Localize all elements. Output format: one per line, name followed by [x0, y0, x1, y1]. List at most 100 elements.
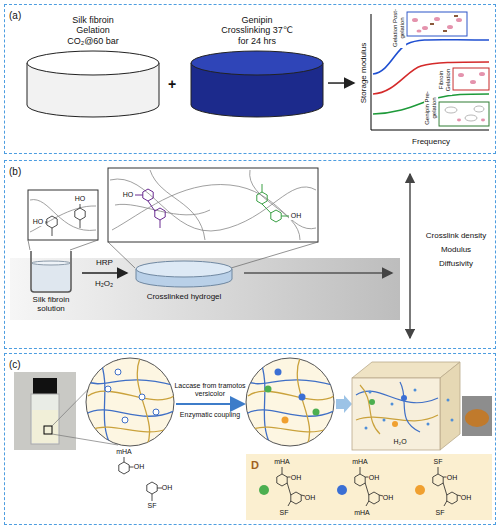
hydrogel-cube — [352, 378, 440, 450]
chem-group: OH — [160, 484, 174, 492]
modulus-plot — [430, 15, 458, 32]
hydrogel-cube — [391, 403, 394, 406]
zoom-inset — [28, 190, 98, 240]
network-circle — [248, 391, 334, 400]
hydrogel-photo — [462, 396, 492, 436]
modulus-plot — [453, 68, 489, 90]
network-circle — [115, 369, 121, 375]
hydrogel-cube — [400, 382, 420, 432]
network-circle — [122, 417, 128, 423]
crosslink-structure — [433, 474, 443, 486]
crosslink-structure — [277, 474, 287, 486]
crosslink-structure — [360, 467, 361, 474]
curve-label: Fibroin Gelation — [438, 65, 452, 95]
monomer-structure — [157, 488, 162, 489]
node-text: Silk fibroin solution — [21, 295, 81, 313]
property-label: Diffusivity — [418, 259, 494, 268]
hydrogel-cube — [383, 419, 386, 422]
monomer-structure — [147, 482, 157, 494]
modulus-plot — [457, 119, 461, 122]
zoom-inset — [110, 170, 316, 240]
monomer-structure — [129, 467, 133, 468]
chem-group: HO — [121, 191, 135, 199]
hydrogel-cube — [440, 362, 460, 450]
hydrogel-cube — [356, 382, 438, 434]
crosslink-structure — [282, 467, 283, 474]
monomer-structure — [119, 457, 162, 501]
modulus-chart: Storage modulusFrequency — [356, 11, 494, 151]
connector-arrow — [328, 82, 354, 84]
hydrogel-cube — [401, 395, 407, 401]
node-text: Crosslinked hydrogel — [129, 292, 239, 301]
zoom-inset — [30, 200, 96, 232]
reaction-arrow — [176, 403, 244, 405]
network-circle — [105, 369, 159, 423]
zoom-inset — [108, 168, 318, 242]
chem-group: SF — [274, 509, 294, 517]
crosslink-structure — [288, 501, 291, 506]
network-circle — [244, 358, 336, 448]
trend-arrow — [244, 272, 392, 274]
chem-group: OH — [381, 494, 395, 502]
network-circle — [244, 358, 336, 448]
zoom-inset — [112, 185, 316, 230]
inset-letter: D — [251, 459, 259, 472]
zoom-inset — [160, 220, 161, 228]
vial-photo — [44, 426, 52, 434]
hydrogel-cube — [356, 415, 438, 421]
network-circle — [313, 409, 320, 416]
hydrogel-cube — [365, 389, 454, 430]
modulus-plot — [474, 106, 484, 112]
crosslink-structure — [444, 501, 447, 506]
modulus-plot — [457, 119, 485, 122]
zoom-inset — [262, 204, 271, 213]
curve-label: Gelation Post-gelation — [392, 8, 406, 48]
zoom-inset — [110, 179, 316, 231]
property-arrow — [409, 174, 410, 338]
zoom-inset — [47, 216, 57, 228]
chem-group: OH — [303, 494, 317, 502]
crosslink-structure — [365, 483, 369, 495]
crosslink-structure — [366, 501, 369, 506]
modulus-plot — [445, 107, 457, 113]
hydrogel-photo — [465, 409, 489, 427]
chem-group: mHA — [350, 458, 370, 466]
network-circle — [84, 358, 176, 448]
chem-group: OH — [132, 463, 146, 471]
crosslink-structure — [365, 477, 368, 478]
network-circle — [260, 360, 272, 448]
process-label: Enzymatic coupling — [173, 411, 247, 419]
monomer-structure — [152, 494, 153, 501]
plus-sign: + — [165, 76, 179, 92]
modulus-plot — [458, 73, 464, 77]
zoom-inset — [30, 206, 96, 232]
hydrogel-cube — [447, 399, 450, 402]
property-label: Modulus — [418, 245, 494, 254]
chem-group: SF — [145, 502, 159, 510]
network-circle — [86, 410, 176, 416]
panel-frame: (a)Silk fibroin Gelation CO₂@60 barGenip… — [4, 4, 496, 154]
shape-outline — [136, 261, 232, 277]
chem-group: SF — [430, 509, 450, 517]
network-circle — [100, 360, 112, 448]
hydrogel-photo — [462, 396, 492, 436]
chem-group: OH — [289, 474, 303, 482]
network-circle — [244, 358, 336, 448]
crosslink-structure — [287, 477, 290, 478]
zoom-inset — [257, 192, 267, 204]
crosslink-structure — [447, 492, 457, 504]
sample-cylinder: Silk fibroin Gelation CO₂@60 bar — [23, 15, 163, 119]
enzyme-label: Laccase from tramotos versicolor — [173, 382, 247, 398]
hydrogel-cube — [451, 419, 454, 422]
hydrogel-cube — [360, 385, 380, 434]
reagent-label: H₂O₂ — [89, 279, 119, 288]
zoom-inset — [44, 204, 86, 236]
hydrogel-cube — [369, 391, 372, 394]
zoom-inset — [75, 208, 85, 220]
network-circle — [275, 369, 282, 376]
zoom-inset — [231, 242, 318, 268]
chem-group: SF — [428, 458, 448, 466]
network-circle — [105, 386, 111, 392]
shape-outline — [187, 49, 327, 119]
